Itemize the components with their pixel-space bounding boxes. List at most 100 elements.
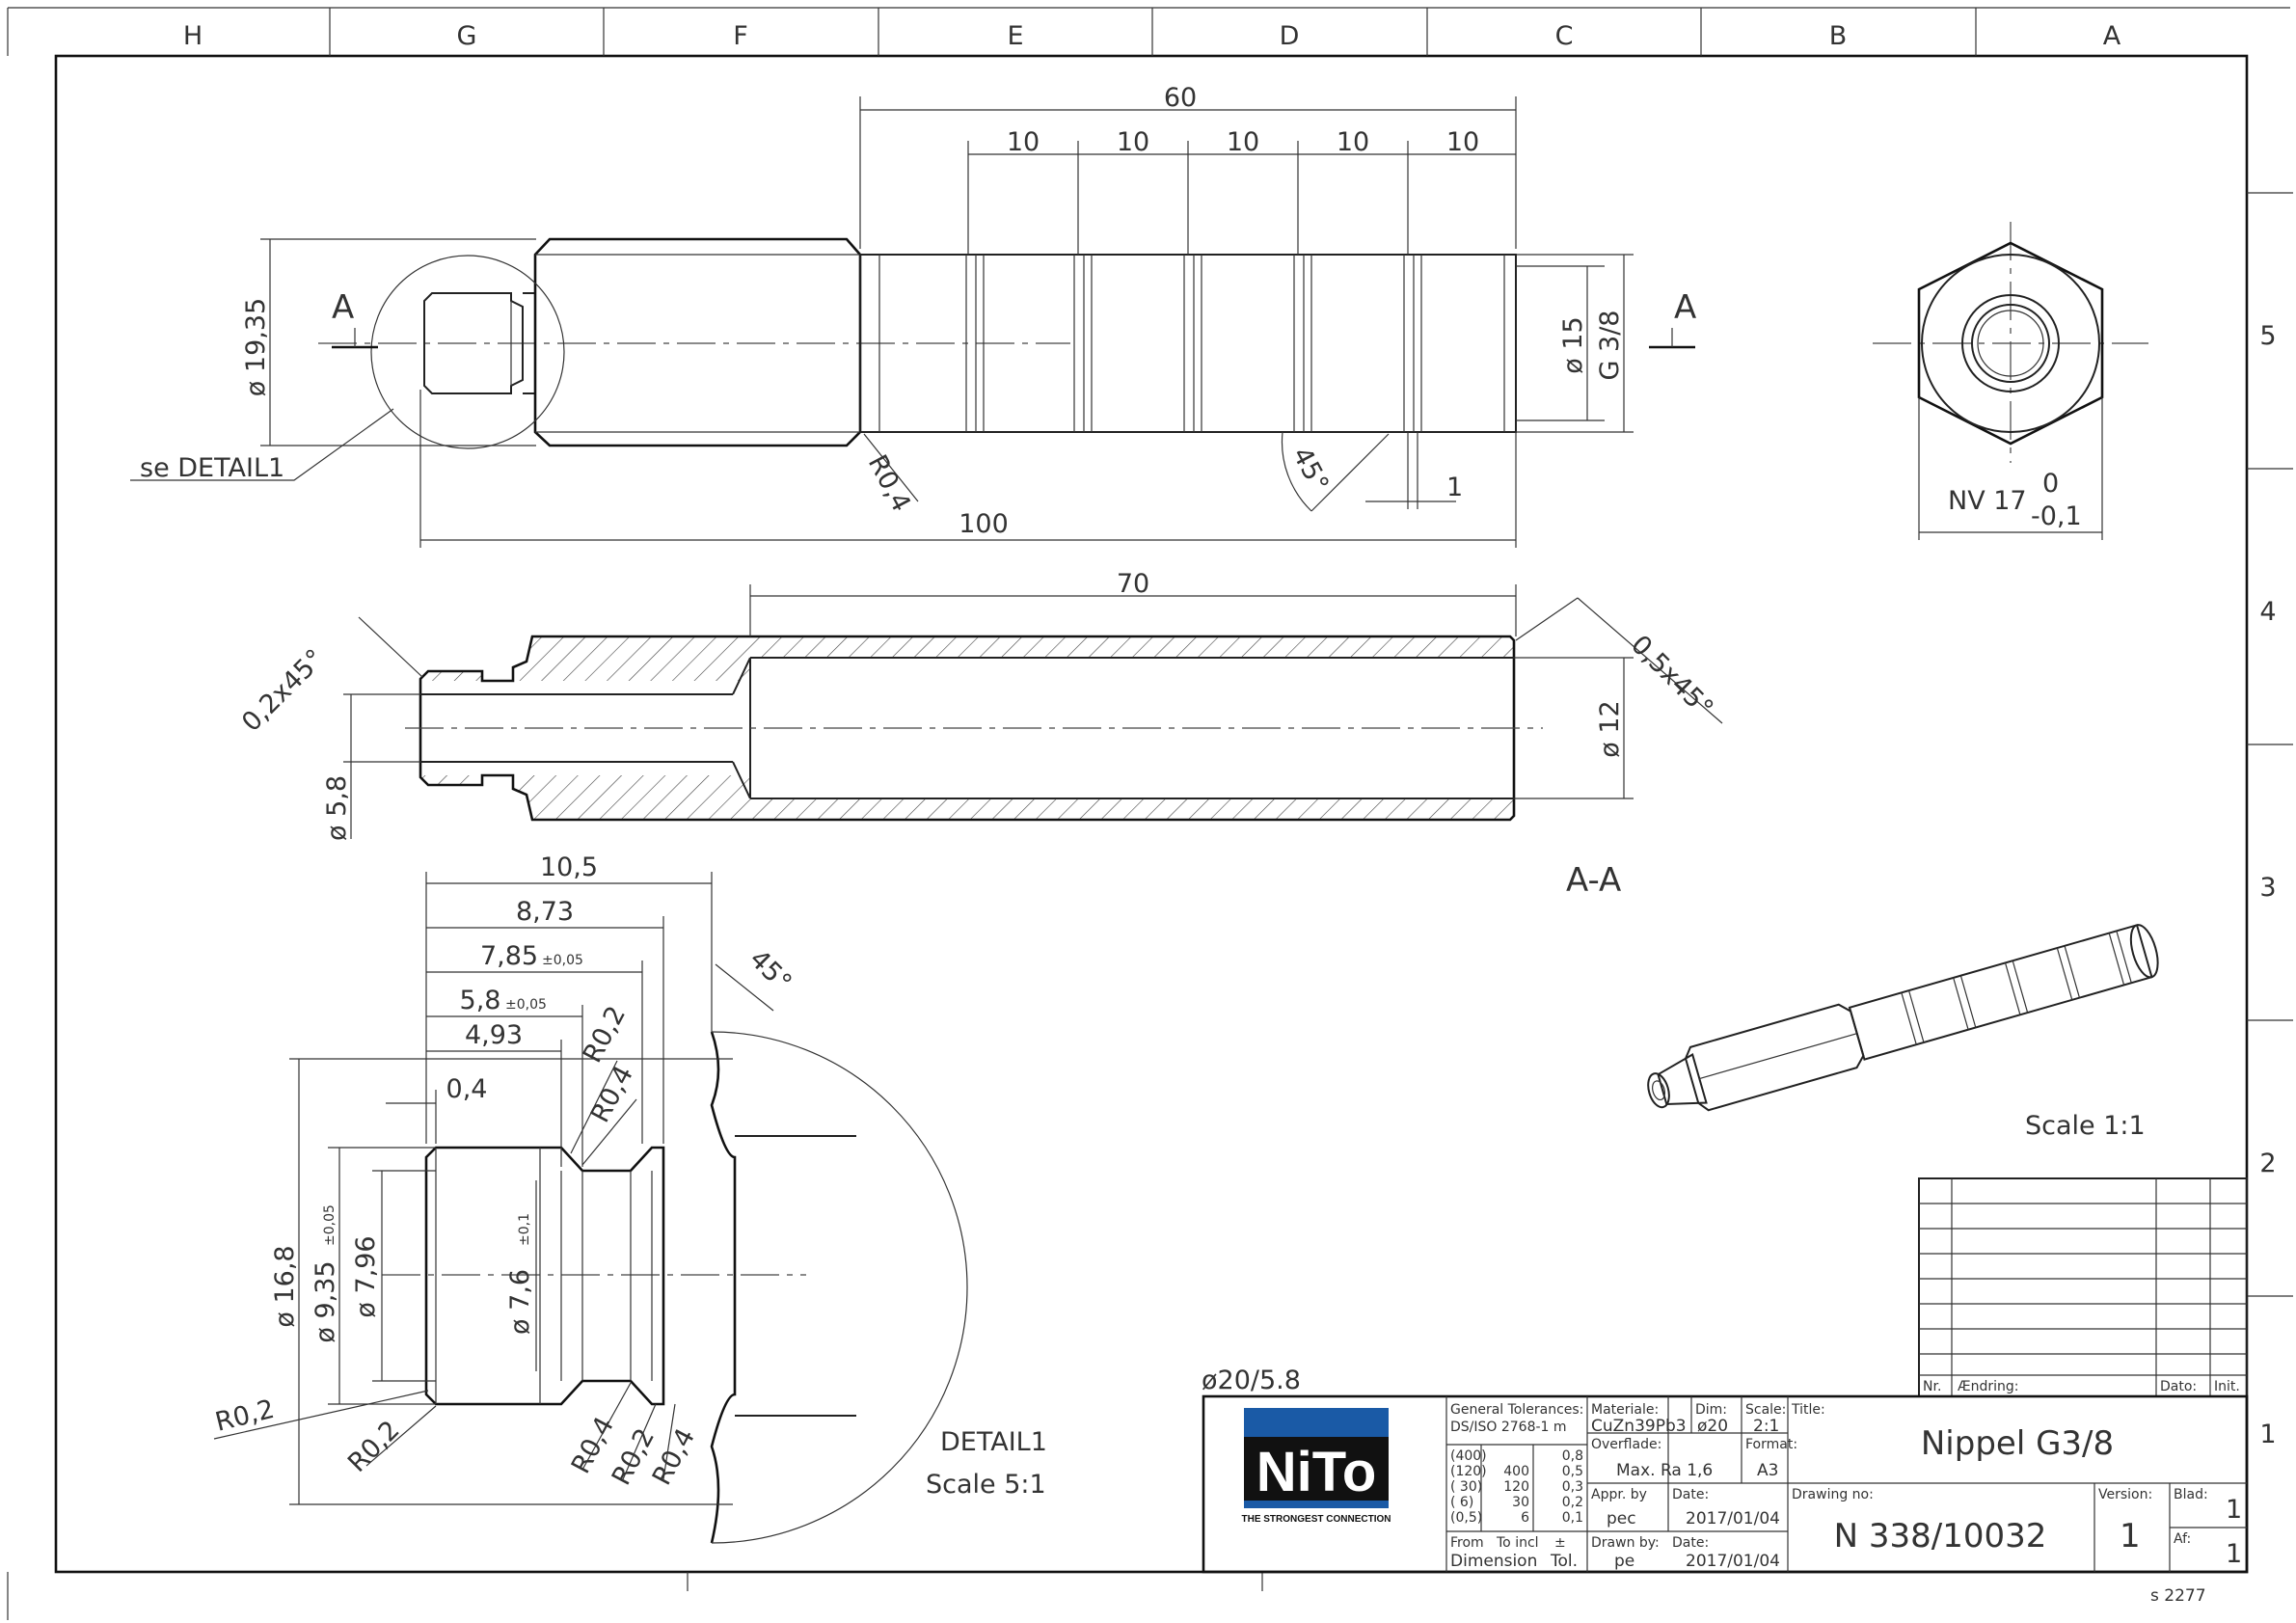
format-label: Format: — [1745, 1437, 1797, 1452]
detail-dim-0-4: 0,4 — [446, 1074, 488, 1104]
approved-by-value: pec — [1607, 1509, 1636, 1528]
drawn-by-label: Drawn by: — [1591, 1535, 1660, 1551]
version-value: 1 — [2120, 1517, 2141, 1555]
dim-value: ø20 — [1697, 1417, 1728, 1436]
approved-date-label: Date: — [1672, 1487, 1709, 1502]
gen-tol-label: General Tolerances: — [1450, 1402, 1583, 1418]
dim-label: Dim: — [1695, 1402, 1727, 1418]
dim-segment-3: 10 — [1227, 127, 1259, 157]
dim-length-70: 70 — [1117, 569, 1149, 599]
nito-logo: NiTo THE STRONGEST CONNECTION — [1241, 1408, 1391, 1525]
revision-header-change: Ændring: — [1958, 1379, 2019, 1394]
drawing-no-label: Drawing no: — [1792, 1487, 1874, 1502]
groove-width-label: 1 — [1446, 473, 1463, 502]
material-value: CuZn39Pb3 — [1591, 1417, 1687, 1436]
tol-row-4-tol: 0,2 — [1562, 1495, 1583, 1510]
section-title: A-A — [1566, 861, 1621, 900]
detail-dim-5-8-tol: ±0,05 — [505, 997, 547, 1013]
detail-view: 10,5 8,73 7,85 ±0,05 5,8 ±0,05 4,93 0,4 … — [212, 852, 1047, 1544]
from-label: From — [1450, 1535, 1484, 1551]
tol-row-3-to: 120 — [1503, 1479, 1529, 1495]
of-value: 1 — [2226, 1539, 2242, 1569]
front-view: 60 10 10 10 10 10 100 ø 19,35 ø 15 G 3/8 — [130, 83, 1696, 548]
dim-diameter-15: ø 15 — [1558, 316, 1588, 373]
sheet-value: 1 — [2226, 1495, 2242, 1525]
detail-callout-label: se DETAIL1 — [140, 453, 284, 483]
detail-dim-4-93: 4,93 — [465, 1020, 523, 1050]
dim-thread: G 3/8 — [1595, 311, 1625, 381]
detail-title: DETAIL1 — [940, 1427, 1047, 1457]
hex-tol-upper: 0 — [2042, 469, 2059, 499]
format-value: A3 — [1757, 1461, 1778, 1480]
title-label: Title: — [1791, 1402, 1825, 1418]
surface-label: Overflade: — [1591, 1437, 1661, 1452]
row-label-3: 3 — [2259, 873, 2276, 903]
detail-radius-bottom-5: R0,4 — [647, 1423, 701, 1490]
tol-row-1-tol: 0,8 — [1562, 1448, 1583, 1464]
tol-row-2-to: 400 — [1503, 1464, 1529, 1479]
row-label-4: 4 — [2259, 597, 2276, 627]
revision-header-date: Dato: — [2160, 1379, 2197, 1394]
title-block: ø20/5.8 NiTo THE STRONGEST CONNECTION — [1202, 1366, 2249, 1574]
sheet-border — [7, 7, 2293, 1620]
detail-dim-5-8: 5,8 — [460, 986, 501, 1015]
tol-row-3-tol: 0,3 — [1562, 1479, 1583, 1495]
tol-row-5-to: 6 — [1521, 1510, 1529, 1526]
revision-header-nr: Nr. — [1923, 1379, 1941, 1394]
column-label-h: H — [183, 21, 203, 51]
approved-by-label: Appr. by — [1591, 1487, 1647, 1502]
detail-radius-top-2: R0,4 — [585, 1061, 639, 1127]
sheet-label: Blad: — [2174, 1487, 2208, 1502]
detail-dia-9-35-tol: ±0,05 — [322, 1204, 338, 1246]
detail-dia-7-96: ø 7,96 — [351, 1235, 381, 1317]
front-angle-label: 45° — [1286, 443, 1335, 498]
detail-scale: Scale 5:1 — [926, 1470, 1046, 1500]
detail-radius-bottom-2: R0,2 — [342, 1415, 406, 1478]
front-radius-label: R0,4 — [862, 450, 916, 517]
material-label: Materiale: — [1591, 1402, 1659, 1418]
dim-hex-diameter: ø 19,35 — [241, 298, 271, 396]
of-label: Af: — [2174, 1531, 2191, 1547]
row-label-1: 1 — [2259, 1420, 2276, 1449]
drawn-date-label: Date: — [1672, 1535, 1709, 1551]
logo-tagline: THE STRONGEST CONNECTION — [1241, 1514, 1391, 1525]
revision-table: Nr. Ændring: Dato: Init. — [1918, 1177, 2248, 1397]
gen-tol-std: DS/ISO 2768-1 m — [1450, 1420, 1567, 1435]
detail-radius-bottom-1: R0,2 — [212, 1394, 277, 1438]
tol-row-2-tol: 0,5 — [1562, 1464, 1583, 1479]
tol-row-2-from: (120) — [1450, 1464, 1487, 1479]
section-mark-right: A — [1674, 288, 1696, 327]
detail-dim-8-73: 8,73 — [516, 897, 574, 927]
detail-dia-9-35: ø 9,35 — [311, 1260, 340, 1342]
tol-label: Tol. — [1550, 1552, 1578, 1571]
column-label-g: G — [457, 21, 477, 51]
detail-dia-7-6: ø 7,6 — [505, 1269, 535, 1335]
section-mark-left: A — [332, 288, 354, 327]
dim-segment-2: 10 — [1117, 127, 1149, 157]
dim-segment-1: 10 — [1007, 127, 1040, 157]
section-view: 70 0,2x45° 0,5x45° ø 5,8 ø 12 A-A — [236, 569, 1723, 900]
dim-length-60: 60 — [1164, 83, 1197, 113]
detail-dim-10-5: 10,5 — [540, 852, 598, 882]
tol-row-4-from: ( 6) — [1450, 1495, 1473, 1510]
tol-row-3-from: ( 30) — [1450, 1479, 1482, 1495]
row-label-5: 5 — [2259, 321, 2276, 351]
tolerance-table: (400) 0,8 (120) 400 0,5 ( 30) 120 0,3 ( … — [1450, 1448, 1583, 1526]
dim-bore-small: ø 5,8 — [322, 775, 352, 841]
row-labels: 5 4 3 2 1 — [2259, 321, 2276, 1449]
chamfer-left-label: 0,2x45° — [236, 644, 330, 738]
dim-bore-large: ø 12 — [1595, 700, 1625, 757]
tol-row-1-from: (400) — [1450, 1448, 1487, 1464]
to-incl-label: To incl — [1496, 1535, 1539, 1551]
revision-header-init: Init. — [2214, 1379, 2240, 1394]
end-view: NV 17 0 -0,1 — [1873, 222, 2148, 540]
column-label-e: E — [1007, 21, 1023, 51]
stock-note: ø20/5.8 — [1202, 1366, 1301, 1395]
drawing-number: N 338/10032 — [1834, 1517, 2047, 1555]
approved-date: 2017/01/04 — [1686, 1509, 1780, 1528]
scale-value: 2:1 — [1753, 1417, 1779, 1436]
column-label-c: C — [1555, 21, 1574, 51]
drawn-by-value: pe — [1614, 1552, 1634, 1571]
detail-dim-7-85-tol: ±0,05 — [542, 953, 583, 968]
